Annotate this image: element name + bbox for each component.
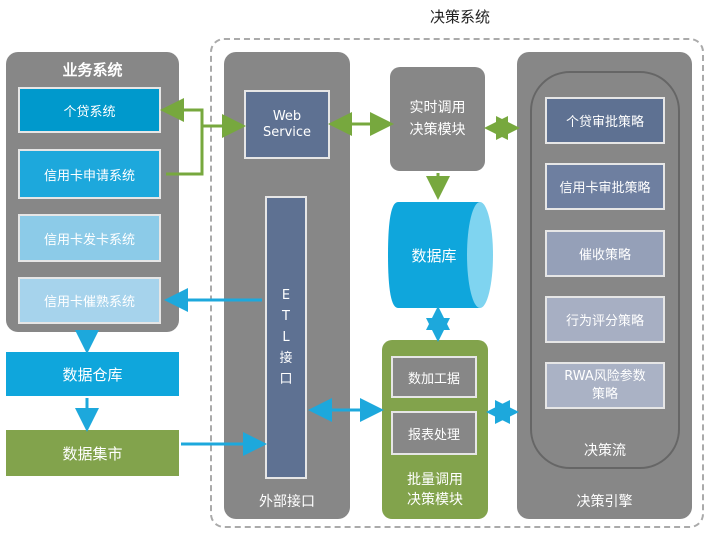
data-warehouse-box[interactable]: 数据仓库: [6, 352, 179, 396]
business-item-card-issuing[interactable]: 信用卡发卡系统: [18, 214, 161, 262]
etl-interface-box[interactable]: E T L 接 口: [265, 196, 307, 479]
strategy-card-approval[interactable]: 信用卡审批策略: [545, 163, 665, 210]
realtime-decision-label: 实时调用 决策模块: [409, 100, 466, 138]
business-system-title: 业务系统: [62, 61, 123, 79]
decision-flow-capsule: [530, 71, 680, 469]
batch-item-data-processing[interactable]: 数加工据: [391, 356, 477, 398]
strategy-rwa-risk[interactable]: RWA风险参数 策略: [545, 362, 665, 409]
database-label: 数据库: [411, 247, 457, 265]
batch-decision-label: 批量调用 决策模块: [407, 472, 463, 508]
web-service-label: Web Service: [262, 108, 312, 140]
decision-flow-label: 决策流: [584, 443, 626, 459]
etl-interface-label: E T L 接 口: [279, 288, 293, 387]
strategy-collection[interactable]: 催收策略: [545, 230, 665, 277]
decision-system-title: 决策系统: [429, 8, 490, 26]
decision-engine-label: 决策引擎: [576, 494, 633, 510]
decision-system-boundary: [210, 38, 704, 528]
strategy-personal-loan[interactable]: 个贷审批策略: [545, 97, 665, 144]
realtime-decision-module[interactable]: 实时调用 决策模块: [390, 67, 485, 171]
arrow-business-web-service: [160, 98, 246, 176]
strategy-rwa-risk-label: RWA风险参数 策略: [564, 368, 646, 402]
batch-item-report-processing[interactable]: 报表处理: [391, 411, 477, 455]
business-item-card-application[interactable]: 信用卡申请系统: [18, 149, 161, 199]
web-service-box[interactable]: Web Service: [244, 90, 330, 159]
data-mart-box[interactable]: 数据集市: [6, 430, 179, 476]
strategy-behavior-score[interactable]: 行为评分策略: [545, 296, 665, 343]
business-item-card-collection[interactable]: 信用卡催熟系统: [18, 277, 161, 324]
external-interface-label: 外部接口: [259, 494, 315, 510]
